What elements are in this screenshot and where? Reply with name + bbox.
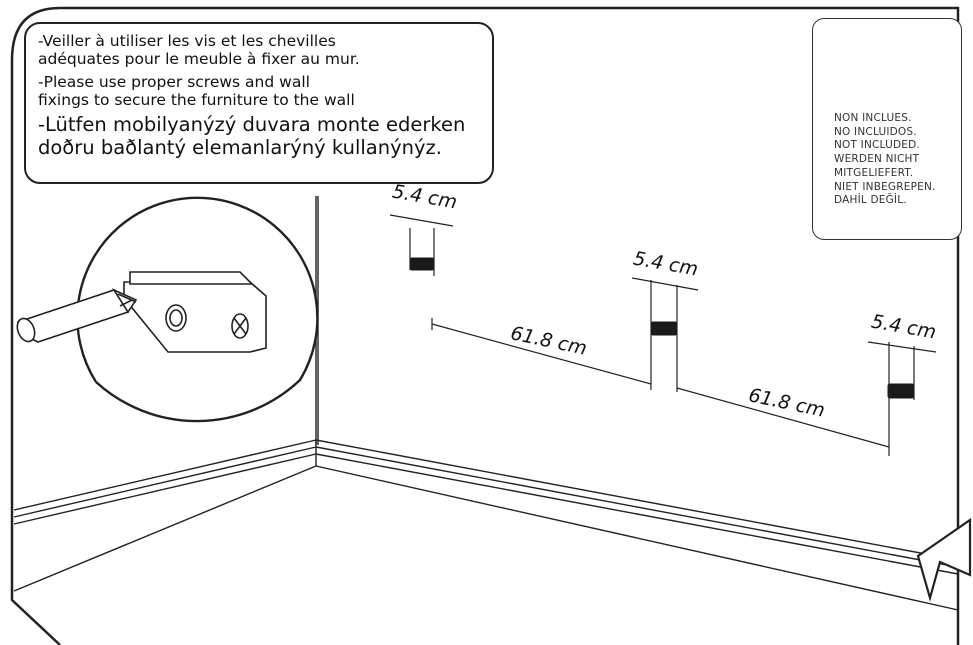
- not-included-de-1: WERDEN NICHT: [834, 153, 920, 166]
- not-included-de-2: MITGELIEFERT.: [834, 166, 914, 179]
- bracket-detail: [16, 196, 319, 423]
- instruction-en: -Please use proper screws and wall fixin…: [38, 72, 355, 109]
- not-included-es: NO INCLUIDOS.: [834, 125, 917, 138]
- instruction-fr: -Veiller à utiliser les vis et les chevi…: [38, 32, 360, 69]
- diagram-frame: [10, 6, 960, 645]
- not-included-fr: NON INCLUES.: [834, 112, 912, 124]
- wall-brackets: [409, 257, 915, 399]
- instruction-tr: -Lütfen mobilyanýzý duvara monte ederken…: [38, 113, 466, 160]
- room-corner: [13, 196, 959, 611]
- arrow-icon: [916, 517, 972, 603]
- wall-bracket-icon: [123, 271, 267, 353]
- dimension-lines: [389, 214, 937, 456]
- instructions-box: -Veiller à utiliser les vis et les chevi…: [24, 22, 494, 184]
- hardware-box: [812, 18, 962, 240]
- not-included-tr: DAHİL DEĞİL.: [834, 194, 907, 207]
- hardware-not-included-list: NON INCLUES. NO INCLUIDOS. NOT INCLUDED.…: [834, 112, 936, 208]
- not-included-nl: NIET INBEGREPEN.: [834, 180, 936, 193]
- not-included-en: NOT INCLUDED.: [834, 139, 920, 152]
- screwdriver-icon: [16, 288, 138, 343]
